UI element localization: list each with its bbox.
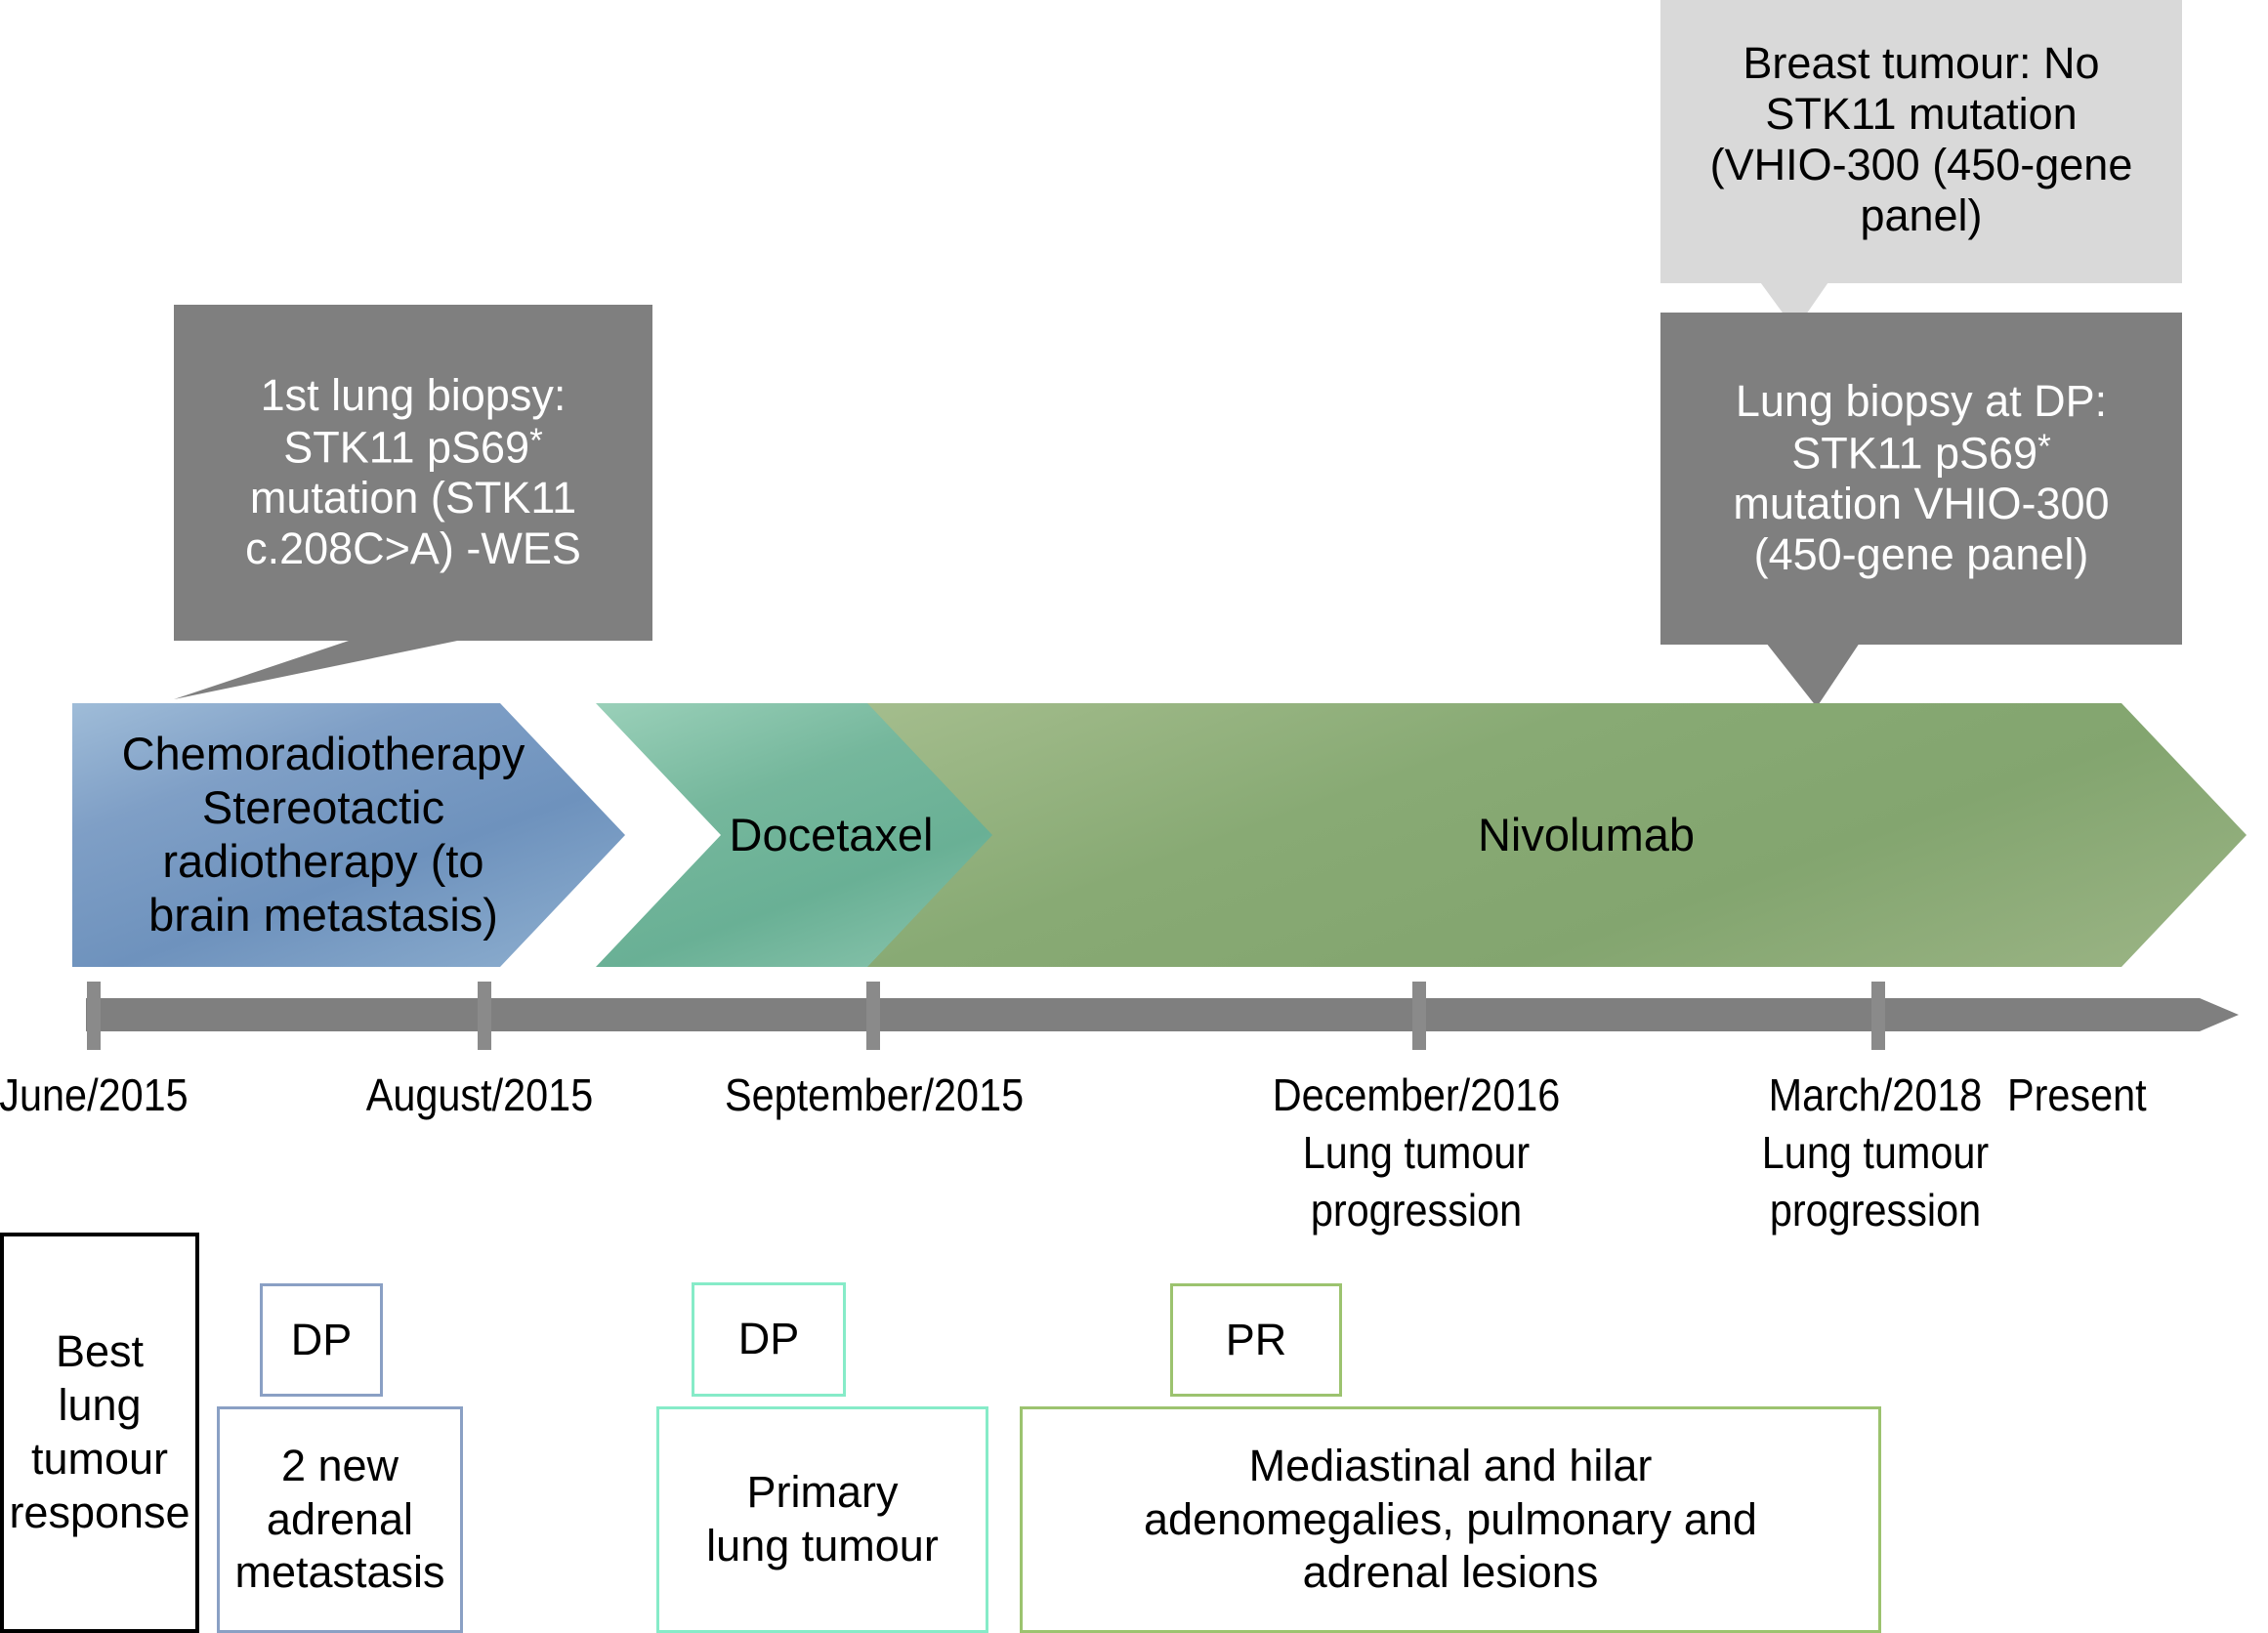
legend-line3: response [9,1486,190,1537]
axis-tick-march-2018 [1871,982,1885,1050]
response-desc-box-adrenal: 2 new adrenal metastasis [217,1406,463,1633]
note-december-2016-line1: Lung tumour [1302,1126,1531,1178]
axis-tick-september-2015 [866,982,880,1050]
response-code-box-adrenal: DP [260,1283,383,1397]
response-desc-primary-lung-text: Primary lung tumour [698,1466,946,1573]
axis-tick-june-2015 [87,982,101,1050]
treatment-chevron-band: Chemoradiotherapy Stereotactic radiother… [0,703,2268,986]
callout-br-line2: STK11 mutation [1765,88,2078,139]
callout-br-line1: Breast tumour: No [1743,37,2100,88]
chemo-line3: radiotherapy (to [162,835,484,887]
date-label-august-2015: August/2015 [352,1067,609,1124]
response-code-box-primary-lung: DP [692,1282,846,1397]
chemo-line1: Chemoradiotherapy [121,728,525,780]
desc-adrenal-line2: adrenal [266,1493,414,1544]
desc-adrenal-line3: metastasis [234,1547,445,1598]
desc-mediastinal-line2: adenomegalies, pulmonary and [1144,1493,1757,1544]
date-label-june-2015: June/2015 [0,1067,222,1124]
axis-tick-august-2015 [478,982,491,1050]
callout-b2-line2: STK11 pS69 [1791,428,2038,479]
callout-b1-line4: c.208C>A) -WES [245,523,581,574]
date-september-2015: September/2015 [725,1069,1025,1120]
timeline-axis-bar [86,998,2157,1031]
desc-primary-lung-line1: Primary [746,1467,899,1518]
callout-b1-line3: mutation (STK11 [249,473,577,523]
callout-b2-line1: Lung biopsy at DP: [1735,376,2108,427]
callout-b2-line3: mutation VHIO-300 [1733,479,2110,529]
callout-tail-icon [174,639,467,699]
arrow-head-icon [2149,998,2239,1031]
desc-mediastinal-line1: Mediastinal and hilar [1248,1440,1653,1490]
note-march-2018-line1: Lung tumour [1761,1126,1990,1178]
response-code-box-mediastinal: PR [1170,1283,1342,1397]
callout-breast-tumour: Breast tumour: No STK11 mutation (VHIO-3… [1660,0,2182,330]
date-present: Present [2007,1069,2147,1120]
date-label-march-2018: March/2018 Lung tumour progression [1748,1067,2003,1239]
response-code-adrenal: DP [290,1314,353,1364]
note-december-2016-line2: progression [1310,1184,1523,1235]
callout-br-line4: panel) [1860,190,1983,241]
callout-breast-tumour-text: Breast tumour: No STK11 mutation (VHIO-3… [1660,38,2182,242]
callout-b1-line2: STK11 pS69 [283,422,530,473]
timeline-axis [0,977,2268,1065]
treatment-chemoradiotherapy-label: Chemoradiotherapy Stereotactic radiother… [122,728,525,942]
legend-line2: tumour [30,1434,169,1484]
response-desc-adrenal-text: 2 new adrenal metastasis [227,1440,452,1601]
date-label-present: Present [2007,1067,2262,1124]
treatment-chevron-nivolumab: Nivolumab [867,703,2247,967]
callout-lung-biopsy-at-dp: Lung biopsy at DP: STK11 pS69* mutation … [1660,313,2182,707]
response-desc-box-primary-lung: Primary lung tumour [656,1406,988,1633]
callout-b2-asterisk: * [2037,427,2051,466]
treatment-nivolumab-label: Nivolumab [1477,808,1696,860]
callout-first-lung-biopsy: 1st lung biopsy: STK11 pS69* mutation (S… [174,305,652,699]
response-desc-box-mediastinal: Mediastinal and hilar adenomegalies, pul… [1020,1406,1881,1633]
callout-b2-line4: (450-gene panel) [1753,529,2089,580]
chemo-line4: brain metastasis) [148,888,498,941]
date-august-2015: August/2015 [365,1069,594,1120]
best-response-legend-text: Best lung tumour response [1,1325,197,1540]
axis-tick-december-2016 [1412,982,1426,1050]
note-march-2018-line2: progression [1769,1184,1982,1235]
legend-line1: Best lung [55,1326,145,1431]
date-march-2018: March/2018 [1768,1069,1983,1120]
desc-adrenal-line1: 2 new [280,1440,399,1490]
desc-mediastinal-line3: adrenal lesions [1302,1547,1599,1598]
callout-b1-asterisk: * [529,421,543,460]
response-code-primary-lung: DP [737,1314,800,1364]
callout-lung-biopsy-at-dp-text: Lung biopsy at DP: STK11 pS69* mutation … [1660,376,2182,580]
callout-b1-line1: 1st lung biopsy: [260,370,567,421]
response-desc-mediastinal-text: Mediastinal and hilar adenomegalies, pul… [1136,1440,1765,1601]
callout-first-lung-biopsy-text: 1st lung biopsy: STK11 pS69* mutation (S… [174,370,652,574]
callout-br-line3: (VHIO-300 (450-gene [1709,140,2133,189]
callout-tail-icon [1701,279,1887,330]
desc-primary-lung-line2: lung tumour [706,1521,939,1570]
best-lung-tumour-response-legend: Best lung tumour response [0,1233,199,1633]
date-june-2015: June/2015 [0,1069,189,1120]
callout-tail-icon [1715,643,1911,707]
date-label-september-2015: September/2015 [725,1067,1024,1124]
chemo-line2: Stereotactic [201,781,445,834]
treatment-chevron-chemoradiotherapy: Chemoradiotherapy Stereotactic radiother… [72,703,625,967]
date-december-2016: December/2016 [1272,1069,1561,1120]
treatment-docetaxel-label: Docetaxel [729,808,934,860]
date-label-december-2016: December/2016 Lung tumour progression [1272,1067,1562,1239]
response-code-mediastinal: PR [1225,1314,1287,1364]
